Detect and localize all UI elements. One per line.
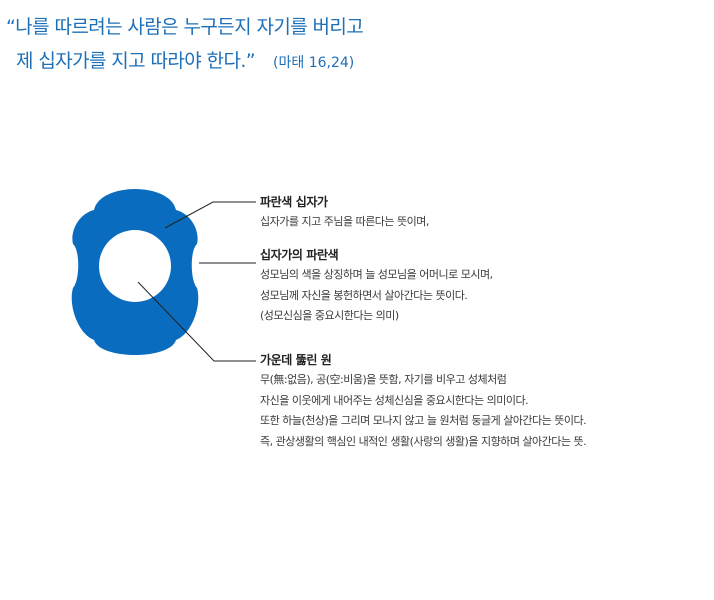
section-blue-cross: 파란색 십자가 십자가를 지고 주님을 따른다는 뜻이며,: [260, 193, 429, 233]
leader-line-circle: [137, 281, 256, 362]
quote-line-2: 제 십자가를 지고 따라야 한다.” (마태 16,24): [6, 44, 363, 80]
leader-line-cross: [164, 201, 256, 229]
section-text-line: 자신을 이웃에게 내어주는 성체신심을 중요시한다는 의미이다.: [260, 393, 529, 407]
close-quote-mark: ”: [245, 50, 256, 72]
section-text-line: 즉, 관상생활의 핵심인 내적인 생활(사랑의 생활)을 지향하며 살아간다는 …: [260, 434, 587, 448]
scripture-quote: “나를 따르려는 사람은 누구든지 자기를 버리고 제 십자가를 지고 따라야 …: [6, 10, 364, 80]
blue-cross-icon: [71, 189, 199, 355]
quote-text-2: 제 십자가를 지고 따라야 한다.: [16, 50, 246, 72]
quote-text-1: 나를 따르려는 사람은 누구든지 자기를 버리고: [15, 16, 364, 38]
quote-reference: (마태 16,24): [273, 55, 355, 71]
section-title: 파란색 십자가: [260, 195, 328, 209]
section-title: 가운데 뚫린 원: [260, 353, 332, 367]
section-cross-color: 십자가의 파란색 성모님의 색을 상징하며 늘 성모님을 어머니로 모시며, 성…: [260, 246, 493, 327]
section-text-line: 성모님의 색을 상징하며 늘 성모님을 어머니로 모시며,: [260, 268, 493, 281]
section-text-line: 무(無:없음), 공(空:비움)을 뜻함, 자기를 비우고 성체처럼: [260, 373, 507, 386]
section-text-line: 또한 하늘(천상)을 그리며 모나지 않고 늘 원처럼 둥글게 살아간다는 뜻이…: [260, 414, 587, 427]
section-text-line: 십자가를 지고 주님을 따른다는 뜻이며,: [260, 215, 429, 228]
section-title: 십자가의 파란색: [260, 248, 339, 262]
section-text-line: 성모님께 자신을 봉헌하면서 살아간다는 뜻이다.: [260, 288, 468, 302]
open-quote-mark: “: [6, 16, 16, 38]
quote-line-1: “나를 따르려는 사람은 누구든지 자기를 버리고: [6, 10, 364, 44]
section-center-circle: 가운데 뚫린 원 무(無:없음), 공(空:비움)을 뜻함, 자기를 비우고 성…: [260, 351, 587, 452]
section-text-line: (성모신심을 중요시한다는 의미): [260, 309, 399, 322]
